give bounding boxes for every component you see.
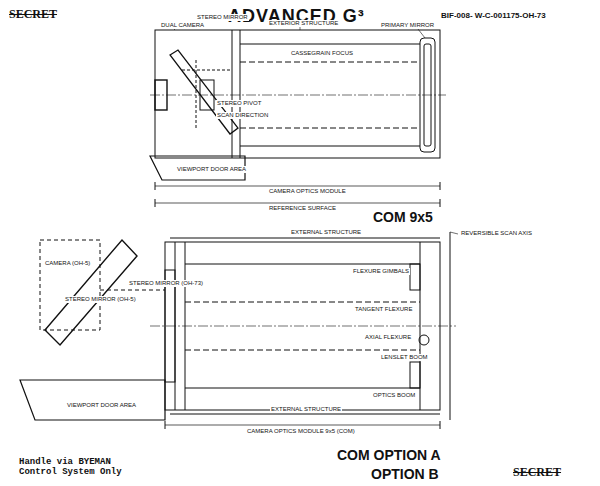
part-label: OPTICS BOOM bbox=[372, 392, 416, 399]
part-label: AXIAL FLEXURE bbox=[364, 334, 412, 341]
part-label: STEREO MIRROR (OH-73) bbox=[128, 280, 204, 287]
classification-mark: SECRET bbox=[8, 8, 58, 21]
part-label: CAMERA (OH-5) bbox=[44, 260, 91, 267]
dimension-label: CAMERA OPTICS MODULE bbox=[268, 188, 347, 195]
part-label: REVERSIBLE SCAN AXIS bbox=[460, 230, 533, 237]
option-heading: OPTION B bbox=[370, 467, 440, 482]
part-label: DUAL CAMERA bbox=[160, 22, 205, 29]
handling-note: Handle via BYEMAN Control System Only bbox=[18, 458, 130, 478]
part-label: VIEWPORT DOOR AREA bbox=[176, 166, 247, 173]
part-label: LENSLET BOOM bbox=[380, 354, 429, 361]
part-label: TANGENT FLEXURE bbox=[354, 306, 413, 313]
option-heading: COM OPTION A bbox=[336, 448, 442, 463]
part-label: EXTERIOR STRUCTURE bbox=[268, 20, 339, 27]
part-label: STEREO MIRROR (OH-5) bbox=[64, 296, 137, 303]
part-label: STEREO PIVOT bbox=[216, 100, 262, 107]
document-number: BIF-008- W-C-001175-OH-73 bbox=[440, 12, 547, 21]
part-label: VIEWPORT DOOR AREA bbox=[66, 402, 137, 409]
part-label: STEREO MIRROR bbox=[196, 14, 249, 21]
part-label: EXTERNAL STRUCTURE bbox=[290, 229, 362, 236]
option-heading: COM 9x5 bbox=[372, 210, 434, 225]
part-label: CASSEGRAIN FOCUS bbox=[290, 50, 354, 57]
part-label: PRIMARY MIRROR bbox=[380, 22, 435, 29]
classification-mark: SECRET bbox=[512, 466, 562, 479]
part-label: SCAN DIRECTION bbox=[216, 112, 269, 119]
part-label: EXTERNAL STRUCTURE bbox=[270, 406, 342, 413]
part-label: FLEXURE GIMBALS bbox=[352, 268, 410, 275]
dimension-label: REFERENCE SURFACE bbox=[268, 205, 337, 212]
dimension-label: CAMERA OPTICS MODULE 9x5 (COM) bbox=[246, 428, 356, 435]
